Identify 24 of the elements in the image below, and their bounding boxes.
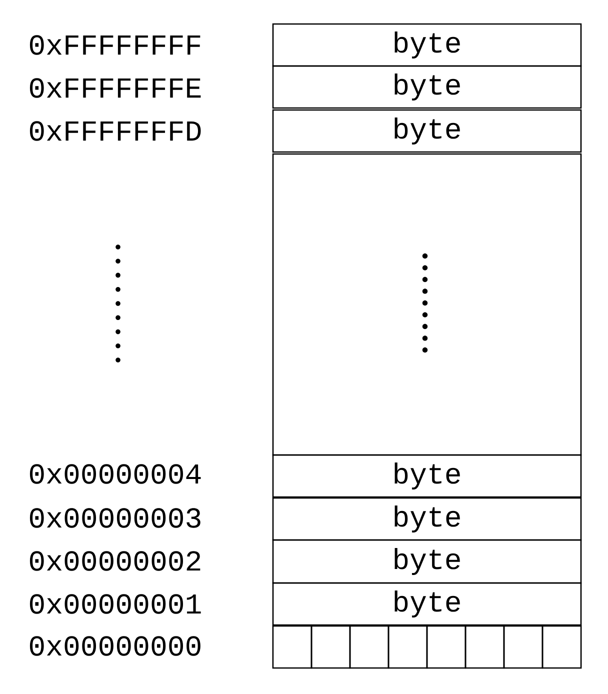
address-label: 0x00000004 bbox=[30, 464, 201, 484]
address-label: 0x00000001 bbox=[30, 594, 201, 614]
address-label: 0x00000000 bbox=[30, 636, 200, 656]
byte-cell: byte bbox=[272, 539, 582, 584]
byte-cell: byte bbox=[272, 454, 582, 498]
bit-cell bbox=[310, 625, 351, 669]
address-label: 0x00000002 bbox=[30, 551, 200, 571]
byte-cell: byte bbox=[272, 582, 582, 626]
address-label: 0xFFFFFFFD bbox=[30, 121, 201, 141]
address-label: 0xFFFFFFFE bbox=[30, 78, 201, 98]
bit-cell bbox=[464, 625, 505, 669]
bit-cell bbox=[426, 625, 466, 669]
byte-cell: byte bbox=[272, 109, 582, 153]
byte-cell: byte bbox=[272, 65, 582, 109]
bit-cell bbox=[349, 625, 390, 669]
memory-block bbox=[272, 153, 582, 456]
bit-cell bbox=[503, 625, 544, 669]
bit-cell bbox=[388, 625, 428, 669]
address-label: 0x00000003 bbox=[30, 508, 200, 528]
byte-cell: byte bbox=[272, 497, 582, 541]
address-label: 0xFFFFFFFF bbox=[30, 35, 200, 55]
byte-cell: byte bbox=[272, 23, 582, 67]
bit-cell bbox=[272, 625, 312, 669]
bit-cell bbox=[542, 625, 582, 669]
